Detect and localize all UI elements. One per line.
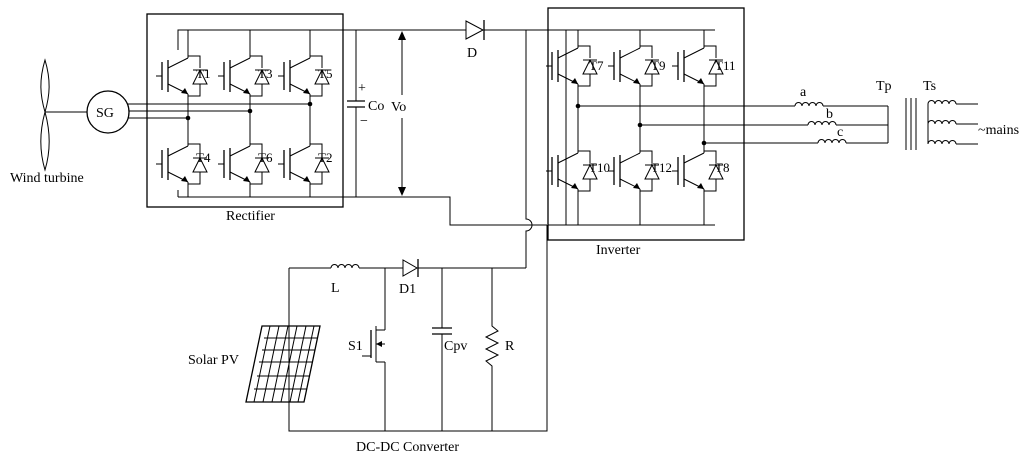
rectifier-switch-t6: T6 — [217, 137, 273, 191]
dc-dc-converter-label: DC-DC Converter — [356, 440, 459, 455]
sg-label: SG — [96, 106, 114, 121]
rectifier-label: Rectifier — [226, 209, 275, 224]
inductor-l-label: L — [331, 281, 340, 296]
inverter-switch-t8: T8 — [671, 144, 729, 198]
inverter-switch-t11: T11 — [671, 39, 735, 93]
capacitor-cpv — [432, 268, 452, 431]
rectifier-switch-t5: T5 — [277, 49, 332, 103]
diode-d-label: D — [467, 46, 477, 61]
diode-d1 — [402, 259, 526, 277]
svg-text:T2: T2 — [318, 150, 332, 165]
diode-d — [465, 20, 548, 40]
svg-text:T4: T4 — [196, 150, 211, 165]
filter-inductor-b — [807, 121, 888, 126]
rectifier-switch-t3: T3 — [217, 49, 272, 103]
phase-b-label: b — [826, 107, 833, 122]
inverter-switch-t10: T10 — [545, 144, 610, 198]
inverter-switch-t7: T7 — [545, 39, 604, 93]
co-minus: − — [360, 114, 368, 129]
transformer-secondary — [927, 100, 978, 145]
cpv-label: Cpv — [444, 339, 467, 354]
svg-text:T12: T12 — [651, 160, 672, 175]
svg-text:T3: T3 — [258, 66, 272, 81]
wind-turbine-icon — [40, 58, 87, 172]
rectifier-box — [146, 13, 344, 208]
solar-pv-label: Solar PV — [188, 353, 239, 368]
synchronous-generator: SG — [86, 90, 130, 134]
resistor-r-label: R — [505, 339, 515, 354]
diode-d1-label: D1 — [399, 282, 416, 297]
svg-text:T5: T5 — [318, 66, 332, 81]
solar-panel-icon — [245, 325, 321, 403]
svg-text:T7: T7 — [589, 58, 604, 73]
phase-c-label: c — [837, 125, 843, 140]
rectifier-switch-t4: T4 — [155, 137, 211, 191]
mosfet-s1 — [362, 268, 386, 431]
svg-text:T9: T9 — [651, 58, 665, 73]
inductor-l — [330, 264, 403, 269]
svg-text:T1: T1 — [196, 66, 210, 81]
vo-label: Vo — [391, 100, 406, 115]
rectifier-switch-t1: T1 — [155, 49, 210, 103]
wind-turbine-label: Wind turbine — [10, 171, 84, 186]
ts-label: Ts — [923, 79, 936, 94]
inverter-switch-t9: T9 — [607, 39, 665, 93]
filter-inductor-c — [817, 139, 888, 144]
mains-label: ~mains — [978, 123, 1019, 138]
transformer — [905, 98, 978, 150]
inverter-box — [547, 7, 745, 241]
co-label: Co — [368, 99, 384, 114]
rectifier-switch-t2: T2 — [277, 137, 332, 191]
svg-text:T6: T6 — [258, 150, 273, 165]
phase-a-label: a — [800, 85, 807, 100]
switch-s1-label: S1 — [348, 339, 363, 354]
svg-text:T8: T8 — [715, 160, 729, 175]
svg-text:T11: T11 — [715, 58, 735, 73]
tp-label: Tp — [876, 79, 892, 94]
svg-text:T10: T10 — [589, 160, 610, 175]
inverter-switch-t12: T12 — [607, 144, 672, 198]
resistor-r — [484, 268, 500, 431]
inverter-label: Inverter — [596, 243, 641, 258]
dc-link-capacitor — [347, 30, 365, 197]
vo-arrow — [398, 31, 406, 196]
filter-inductor-a — [794, 102, 888, 107]
co-plus: + — [358, 81, 366, 96]
